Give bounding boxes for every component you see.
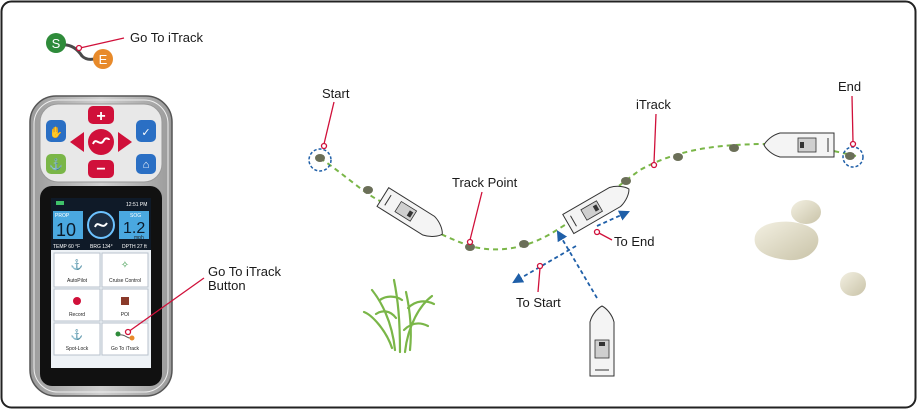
screen-depth: DPTH 27 ft [122, 244, 147, 250]
tile-autopilot-label: AutoPilot [67, 278, 88, 284]
callouts [320, 95, 857, 293]
label-track-point: Track Point [452, 175, 518, 190]
start-marker-letter: S [52, 36, 61, 51]
left-gauge-label: PROP [55, 213, 70, 219]
track-point [363, 186, 373, 194]
screen-tiles: ⚓ AutoPilot ✧ Cruise Control Record POI … [53, 252, 149, 356]
track-point [673, 153, 683, 161]
callout-line-button [127, 277, 205, 333]
label-to-end: To End [614, 234, 654, 249]
right-gauge-label: SOG [130, 213, 141, 219]
spot-lock-icon: ⚓ [71, 328, 83, 341]
label-go-to-itrack-button-line2: Button [208, 278, 246, 293]
track-point [519, 240, 529, 248]
home-button[interactable] [136, 154, 156, 174]
label-go-to-itrack: Go To iTrack [130, 30, 203, 45]
start-ring [308, 148, 332, 172]
anchor-icon: ⚓ [49, 158, 63, 171]
right-gauge-value: 1.2 [123, 220, 145, 237]
label-itrack: iTrack [636, 97, 671, 112]
tile-go-to-itrack-label: Go To iTrack [111, 346, 140, 352]
right-gauge-unit: mph [134, 235, 144, 241]
steer-icon [92, 137, 110, 145]
screen-time: 12:51 PM [126, 202, 147, 208]
cruise-control-icon: ✧ [121, 260, 129, 271]
hand-button[interactable] [46, 120, 66, 142]
label-end: End [838, 79, 861, 94]
left-arrow-button[interactable] [70, 132, 84, 152]
home-icon: ⌂ [143, 159, 150, 171]
minus-button[interactable] [88, 160, 114, 178]
autopilot-icon: ⚓ [71, 258, 83, 271]
to-end-arrow [596, 210, 630, 227]
tile-go-to-itrack[interactable] [101, 322, 149, 356]
plus-button[interactable] [88, 106, 114, 124]
poi-icon [121, 297, 129, 305]
end-marker-letter: E [99, 52, 108, 67]
track-point [729, 144, 739, 152]
label-start: Start [322, 86, 350, 101]
plus-label: + [96, 108, 105, 125]
minus-label: − [96, 161, 105, 178]
track-point [845, 152, 855, 160]
record-icon [73, 297, 81, 305]
tile-poi-label: POI [121, 312, 130, 318]
label-to-start: To Start [516, 295, 561, 310]
tile-cruise-control[interactable] [101, 252, 149, 288]
track-point [465, 243, 475, 251]
check-button[interactable] [136, 120, 156, 142]
start-marker-icon [46, 33, 66, 53]
tile-autopilot[interactable] [53, 252, 101, 288]
weed-bed [362, 278, 436, 354]
tile-spot-lock-label: Spot-Lock [66, 346, 89, 352]
go-to-itrack-legend-icon: S E [46, 33, 125, 69]
screen-temp: TEMP 60 °F [53, 244, 80, 250]
remote-control: ✋ ✓ ⚓ ⌂ + − 12:51 PM PROP 10 SOG 1.2 mph [29, 95, 173, 397]
screen-heading: BRG 134° [90, 244, 113, 250]
track-point [621, 177, 631, 185]
boat-on-track-middle [562, 185, 630, 235]
tile-cruise-control-label: Cruise Control [109, 278, 141, 284]
itrack-tile-end-icon [129, 335, 135, 341]
heading-arrow [556, 230, 598, 299]
right-arrow-button[interactable] [118, 132, 132, 152]
tile-spot-lock[interactable] [53, 322, 101, 356]
check-icon: ✓ [141, 127, 150, 139]
left-gauge-value: 10 [56, 220, 76, 240]
boat-at-end [763, 132, 835, 158]
boat-bottom [589, 305, 615, 377]
tile-record[interactable] [53, 288, 101, 322]
label-go-to-itrack-button-line1: Go To iTrack [208, 264, 281, 279]
to-start-arrow [512, 245, 577, 284]
hand-icon: ✋ [49, 126, 63, 139]
anchor-button[interactable] [46, 154, 66, 174]
boat-on-track-left [376, 187, 443, 237]
track-point [315, 154, 325, 162]
itrack-tile-start-icon [115, 331, 121, 337]
end-marker-icon [93, 49, 113, 69]
rocks [754, 200, 866, 296]
tile-record-label: Record [69, 312, 85, 318]
